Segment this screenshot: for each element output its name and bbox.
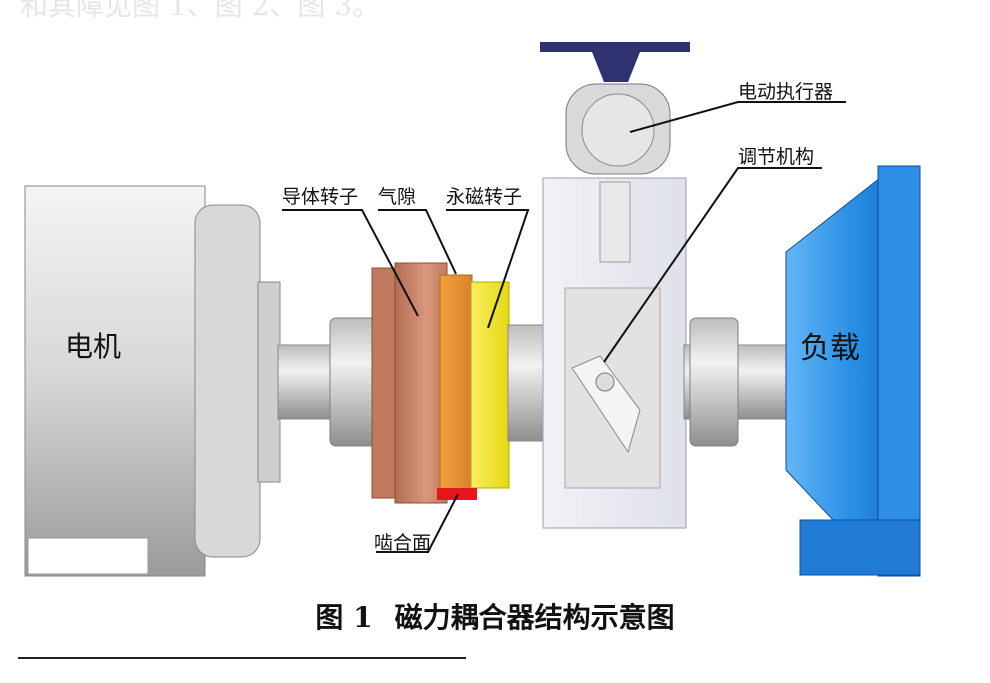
- label-pm-rotor: 永磁转子: [446, 186, 522, 208]
- load-base: [799, 519, 921, 576]
- right-hub: [689, 317, 739, 447]
- label-mesh-face: 啮合面: [374, 532, 431, 554]
- label-air-gap: 气隙: [378, 186, 416, 208]
- load: [785, 165, 921, 577]
- label-load: 负载: [800, 331, 860, 366]
- air-gap-layer: [439, 274, 473, 492]
- conductor-rotor-fins: [371, 267, 399, 499]
- leader-pm-rotor: [446, 209, 530, 329]
- middle-shaft: [507, 324, 549, 442]
- leader-lines: [282, 101, 846, 553]
- regulator-assembly: [540, 42, 690, 529]
- figure-title: 磁力耦合器结构示意图: [394, 601, 675, 634]
- motor-foot: [27, 537, 149, 575]
- motor-boss: [257, 281, 281, 483]
- figure-number: 图 1: [315, 601, 373, 634]
- leader-air-gap: [378, 209, 457, 275]
- regulator-lever: [571, 355, 641, 454]
- leader-actuator: [629, 101, 846, 133]
- motor-housing: [24, 185, 206, 577]
- pm-rotor: [470, 281, 510, 489]
- header-fragment-text: 和其障见图 1、图 2、图 3。: [20, 0, 381, 22]
- motor: [24, 185, 281, 577]
- load-flange: [877, 165, 921, 577]
- conductor-rotor: [371, 262, 448, 504]
- label-regulator: 调节机构: [738, 146, 814, 168]
- leader-regulator: [603, 167, 822, 363]
- motor-end-cap: [194, 204, 261, 558]
- figure-caption: 图 1 磁力耦合器结构示意图: [0, 596, 990, 636]
- label-actuator: 电动执行器: [738, 81, 833, 103]
- actuator-neck: [592, 52, 640, 82]
- label-motor: 电机: [65, 330, 121, 363]
- conductor-rotor-body: [394, 262, 448, 504]
- leader-mesh-face: [376, 493, 459, 553]
- regulator-stem: [599, 181, 631, 263]
- regulator-pivot: [595, 372, 615, 392]
- actuator-cover: [581, 93, 655, 167]
- label-conductor-rotor: 导体转子: [282, 186, 358, 208]
- footnote-rule: [18, 657, 466, 659]
- actuator-top-bracket: [540, 42, 690, 52]
- leader-conductor-rotor: [282, 209, 419, 317]
